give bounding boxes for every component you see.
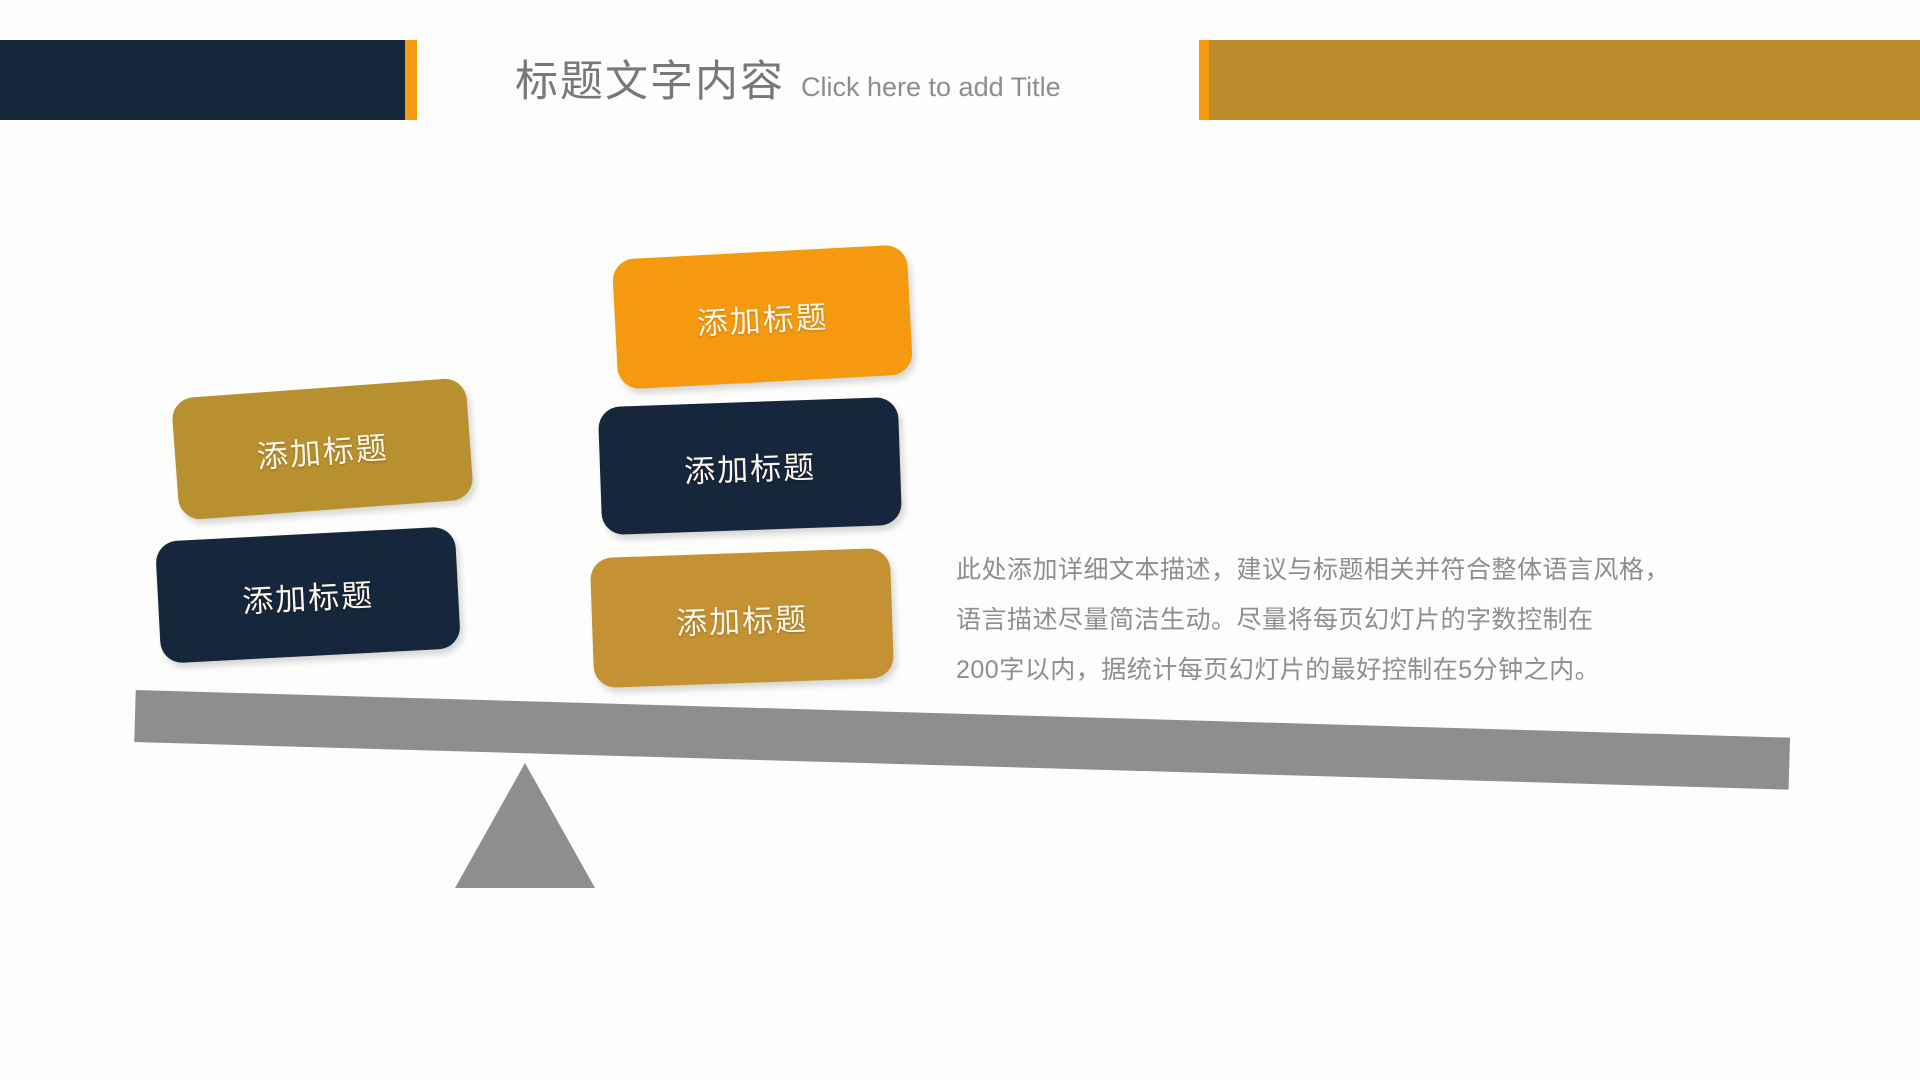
description-text: 此处添加详细文本描述，建议与标题相关并符合整体语言风格， 语言描述尽量简洁生动。…: [956, 545, 1736, 695]
header-right-bar: [1209, 40, 1920, 120]
title-box-label: 添加标题: [241, 577, 375, 619]
seesaw-fulcrum-triangle-shape: [455, 763, 595, 888]
title-box-label: 添加标题: [695, 299, 830, 341]
title-box-middle-top[interactable]: 添加标题: [611, 244, 914, 390]
title-box-middle-bottom[interactable]: 添加标题: [589, 547, 895, 689]
description-line-2: 语言描述尽量简洁生动。尽量将每页幻灯片的字数控制在: [956, 606, 1594, 634]
slide-header: 标题文字内容 Click here to add Title: [0, 0, 1920, 130]
page-title: 标题文字内容 Click here to add Title: [515, 47, 1195, 117]
title-box-left-top[interactable]: 添加标题: [170, 377, 475, 521]
page-title-cn: 标题文字内容: [515, 58, 785, 106]
title-box-label: 添加标题: [675, 601, 809, 641]
title-box-label: 添加标题: [255, 429, 390, 475]
description-line-3: 200字以内，据统计每页幻灯片的最好控制在5分钟之内。: [956, 656, 1601, 684]
title-box-label: 添加标题: [683, 449, 817, 489]
seesaw-plank-shape: [134, 690, 1791, 790]
page-title-en: Click here to add Title: [801, 72, 1061, 102]
title-box-left-bottom[interactable]: 添加标题: [155, 526, 461, 664]
title-box-middle-mid[interactable]: 添加标题: [597, 396, 903, 536]
header-left-accent-stripe: [405, 40, 417, 120]
header-left-bar: [0, 40, 405, 120]
header-right-accent-stripe: [1199, 40, 1209, 120]
description-line-1: 此处添加详细文本描述，建议与标题相关并符合整体语言风格，: [956, 556, 1671, 584]
